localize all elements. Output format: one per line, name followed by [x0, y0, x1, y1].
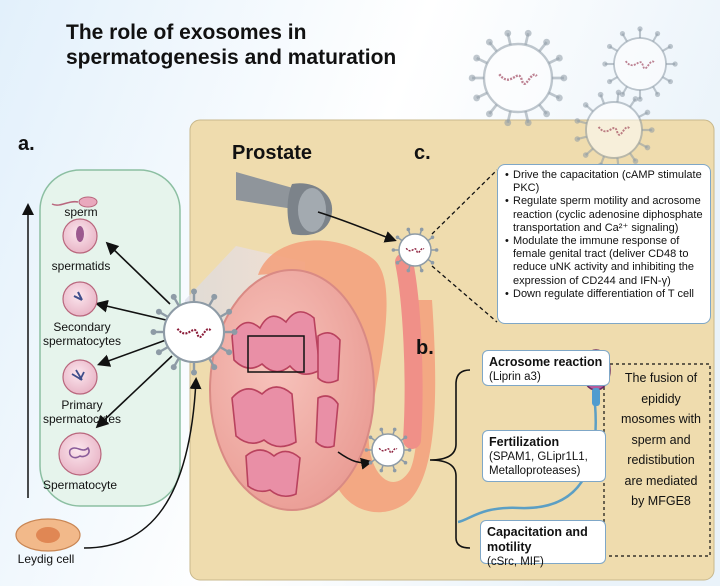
- spermatocyte-icon: [58, 432, 102, 476]
- effect-box-capacitation: Capacitation and motility (cSrc, MIF): [480, 520, 606, 568]
- fusion-note: The fusion of epididy mosomes with sperm…: [621, 371, 701, 508]
- effect-box-acrosome: Acrosome reaction (Liprin a3): [482, 350, 610, 386]
- spermatid-icon: [62, 218, 98, 254]
- primary-spermatocyte-icon: [62, 359, 98, 395]
- prostate-instrument-icon: [236, 172, 333, 236]
- prostasome-icon: [391, 227, 439, 273]
- panel-letter-a: a.: [18, 133, 35, 155]
- cell-label-secondary: Secondary spermatocytes: [42, 320, 122, 348]
- exosome-decoration-icon: [468, 29, 568, 127]
- effect-detail: (cSrc, MIF): [487, 556, 544, 568]
- zoom-box: [247, 335, 305, 373]
- function-item: Regulate sperm motility and acrosome rea…: [505, 195, 704, 235]
- secondary-spermatocyte-icon: [62, 281, 98, 317]
- effect-heading: Capacitation and motility: [487, 525, 588, 554]
- panel-letter-b: b.: [416, 337, 434, 359]
- brace-icon: [429, 369, 471, 549]
- function-item: Down regulate differentiation of T cell: [505, 288, 704, 301]
- page-title: The role of exosomes in spermatogenesis …: [66, 21, 397, 69]
- dashed-connector: [431, 265, 498, 323]
- dashed-connector: [431, 169, 498, 235]
- instrument-to-exosome-arrow: [317, 211, 397, 243]
- epididymosome-icon: [364, 427, 412, 473]
- cell-label-spermatids: spermatids: [51, 259, 111, 273]
- prostate-functions-box: Drive the capacitation (cAMP stimulate P…: [497, 164, 711, 324]
- vas-deferens-icon: [395, 253, 423, 449]
- sperm-icon: [51, 196, 98, 208]
- function-item: Drive the capacitation (cAMP stimulate P…: [505, 169, 704, 195]
- exosome-decoration-icon: [602, 26, 678, 102]
- exosome-icon: [150, 288, 238, 376]
- function-item: Modulate the immune response of female g…: [505, 235, 704, 288]
- cell-label-leydig: Leydig cell: [17, 552, 75, 566]
- effect-box-fertilization: Fertilization (SPAM1, GLipr1L1, Metallop…: [482, 430, 606, 482]
- effect-heading: Fertilization: [489, 435, 560, 449]
- leydig-to-exosome-arrow: [83, 377, 202, 549]
- seminiferous-tubules-icon: [231, 311, 341, 498]
- cell-label-sperm: sperm: [64, 205, 98, 219]
- leydig-cell-icon: [15, 518, 81, 552]
- effect-detail: (SPAM1, GLipr1L1, Metalloproteases): [489, 451, 588, 477]
- effect-heading: Acrosome reaction: [489, 355, 603, 369]
- cell-label-spermatocyte: Spermatocyte: [42, 478, 118, 492]
- effect-detail: (Liprin a3): [489, 371, 541, 383]
- testis-to-exosome-arrow: [337, 451, 373, 470]
- panel-letter-c: c.: [414, 142, 431, 164]
- prostate-label: Prostate: [232, 142, 313, 164]
- cell-label-primary: Primary spermatocytes: [42, 398, 122, 426]
- exosome-to-cell-arrows: [94, 241, 173, 429]
